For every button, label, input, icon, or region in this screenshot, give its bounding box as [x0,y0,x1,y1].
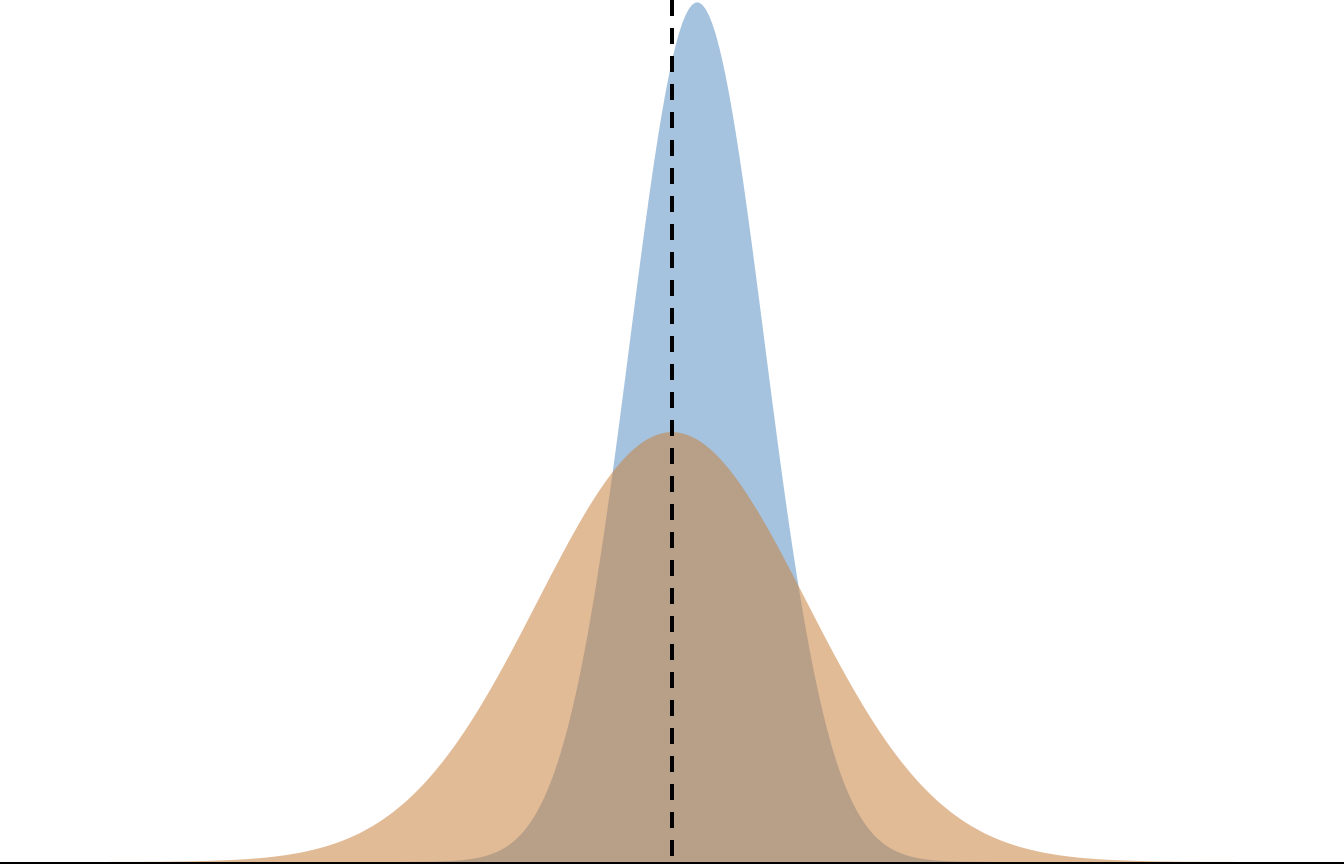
plot-area [0,0,1344,864]
density-chart [0,0,1344,864]
